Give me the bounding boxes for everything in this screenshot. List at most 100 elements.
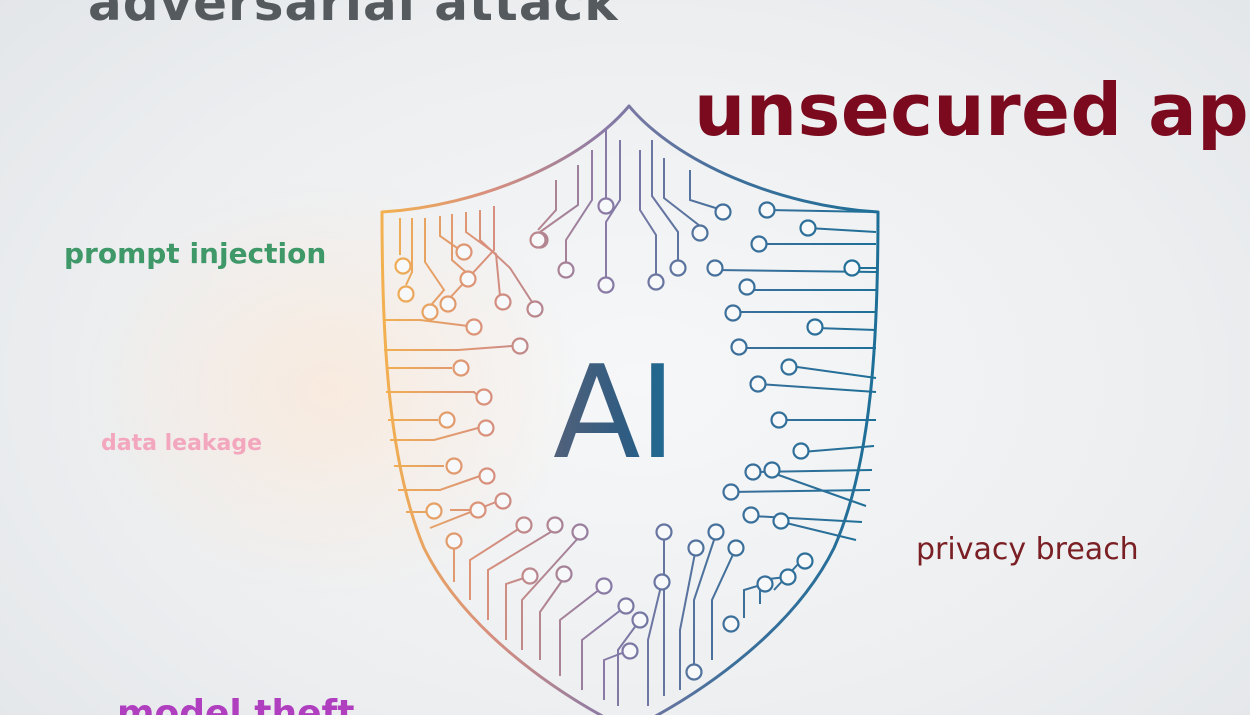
circuit-trace xyxy=(781,521,857,541)
circuit-trace xyxy=(424,218,446,305)
circuit-node xyxy=(772,512,790,530)
circuit-node xyxy=(770,411,788,429)
circuit-node xyxy=(546,516,564,534)
circuit-node xyxy=(647,273,665,291)
circuit-node xyxy=(421,303,439,321)
circuit-node xyxy=(742,506,760,524)
circuit-node xyxy=(477,419,495,437)
circuit-trace xyxy=(769,471,867,507)
circuit-trace xyxy=(605,140,621,282)
circuit-trace xyxy=(663,158,701,227)
circuit-trace xyxy=(539,577,565,660)
circuit-trace xyxy=(384,345,513,351)
circuit-node xyxy=(806,318,824,336)
shield-outline xyxy=(380,104,880,715)
circuit-trace xyxy=(751,515,863,523)
circuit-node xyxy=(749,375,767,393)
circuit-node xyxy=(521,567,539,585)
circuit-node xyxy=(738,278,756,296)
circuit-trace xyxy=(647,581,663,706)
circuit-node xyxy=(621,642,639,660)
circuit-node xyxy=(469,501,487,519)
circuit-node xyxy=(653,573,671,591)
word-data-leakage: data leakage xyxy=(101,431,263,456)
circuit-node xyxy=(597,197,615,215)
circuit-trace xyxy=(537,180,557,231)
circuit-trace xyxy=(767,209,877,213)
circuit-node xyxy=(796,552,814,570)
circuit-node xyxy=(494,492,512,510)
circuit-trace xyxy=(639,150,657,278)
circuit-node xyxy=(669,259,687,277)
circuit-node xyxy=(515,516,533,534)
circuit-trace xyxy=(405,218,413,286)
shield-ai-label: AI xyxy=(553,339,676,488)
circuit-node xyxy=(779,568,797,586)
circuit-node xyxy=(455,243,473,261)
circuit-trace xyxy=(559,585,605,676)
circuit-node xyxy=(465,318,483,336)
circuit-trace xyxy=(729,489,871,493)
circuit-node xyxy=(727,539,745,557)
circuit-trace xyxy=(398,475,481,491)
circuit-trace xyxy=(651,140,679,265)
circuit-node xyxy=(691,224,709,242)
word-prompt-injection: prompt injection xyxy=(64,237,327,270)
circuit-trace xyxy=(451,214,469,275)
circuit-node xyxy=(452,359,470,377)
circuit-trace xyxy=(565,150,593,268)
circuit-node xyxy=(555,565,573,583)
circuit-node xyxy=(445,532,463,550)
circuit-node xyxy=(655,523,673,541)
circuit-node xyxy=(730,338,748,356)
circuit-trace xyxy=(693,533,717,672)
circuit-node xyxy=(706,259,724,277)
circuit-node xyxy=(394,257,412,275)
circuit-trace xyxy=(487,529,555,620)
circuit-trace xyxy=(815,327,877,331)
circuit-node xyxy=(617,597,635,615)
circuit-trace xyxy=(711,547,737,660)
circuit-node xyxy=(758,201,776,219)
circuit-node xyxy=(799,219,817,237)
circuit-trace xyxy=(469,527,521,600)
circuit-node xyxy=(724,304,742,322)
circuit-node xyxy=(687,539,705,557)
circuit-node xyxy=(780,358,798,376)
circuit-trace xyxy=(521,535,581,650)
circuit-nodes xyxy=(394,197,861,681)
circuit-trace xyxy=(390,427,479,441)
circuit-node xyxy=(744,463,762,481)
word-unsecured-api: unsecured api xyxy=(694,68,1250,152)
circuit-node xyxy=(843,259,861,277)
circuit-node xyxy=(529,231,547,249)
circuit-node xyxy=(494,293,512,311)
circuit-trace xyxy=(539,165,579,233)
circuit-traces xyxy=(384,130,877,706)
circuit-node xyxy=(792,442,810,460)
circuit-trace xyxy=(581,605,627,690)
circuit-node xyxy=(445,457,463,475)
circuit-trace xyxy=(465,212,501,297)
circuit-node xyxy=(722,483,740,501)
word-model-theft: model theft xyxy=(117,693,355,715)
circuit-trace xyxy=(386,391,479,397)
word-adversarial-attack: adversarial attack xyxy=(88,0,619,32)
circuit-node xyxy=(631,611,649,629)
circuit-node xyxy=(685,663,703,681)
circuit-trace xyxy=(617,619,641,706)
circuit-trace xyxy=(757,383,877,393)
circuit-node xyxy=(571,523,589,541)
circuit-trace xyxy=(505,575,531,640)
circuit-trace xyxy=(679,547,697,690)
circuit-node xyxy=(756,575,774,593)
circuit-node xyxy=(439,295,457,313)
word-privacy-breach: privacy breach xyxy=(916,532,1139,567)
circuit-node xyxy=(714,203,732,221)
circuit-trace xyxy=(384,319,469,327)
circuit-node xyxy=(750,235,768,253)
circuit-trace xyxy=(439,216,461,251)
circuit-node xyxy=(438,411,456,429)
circuit-trace xyxy=(603,649,631,700)
circuit-node xyxy=(425,502,443,520)
